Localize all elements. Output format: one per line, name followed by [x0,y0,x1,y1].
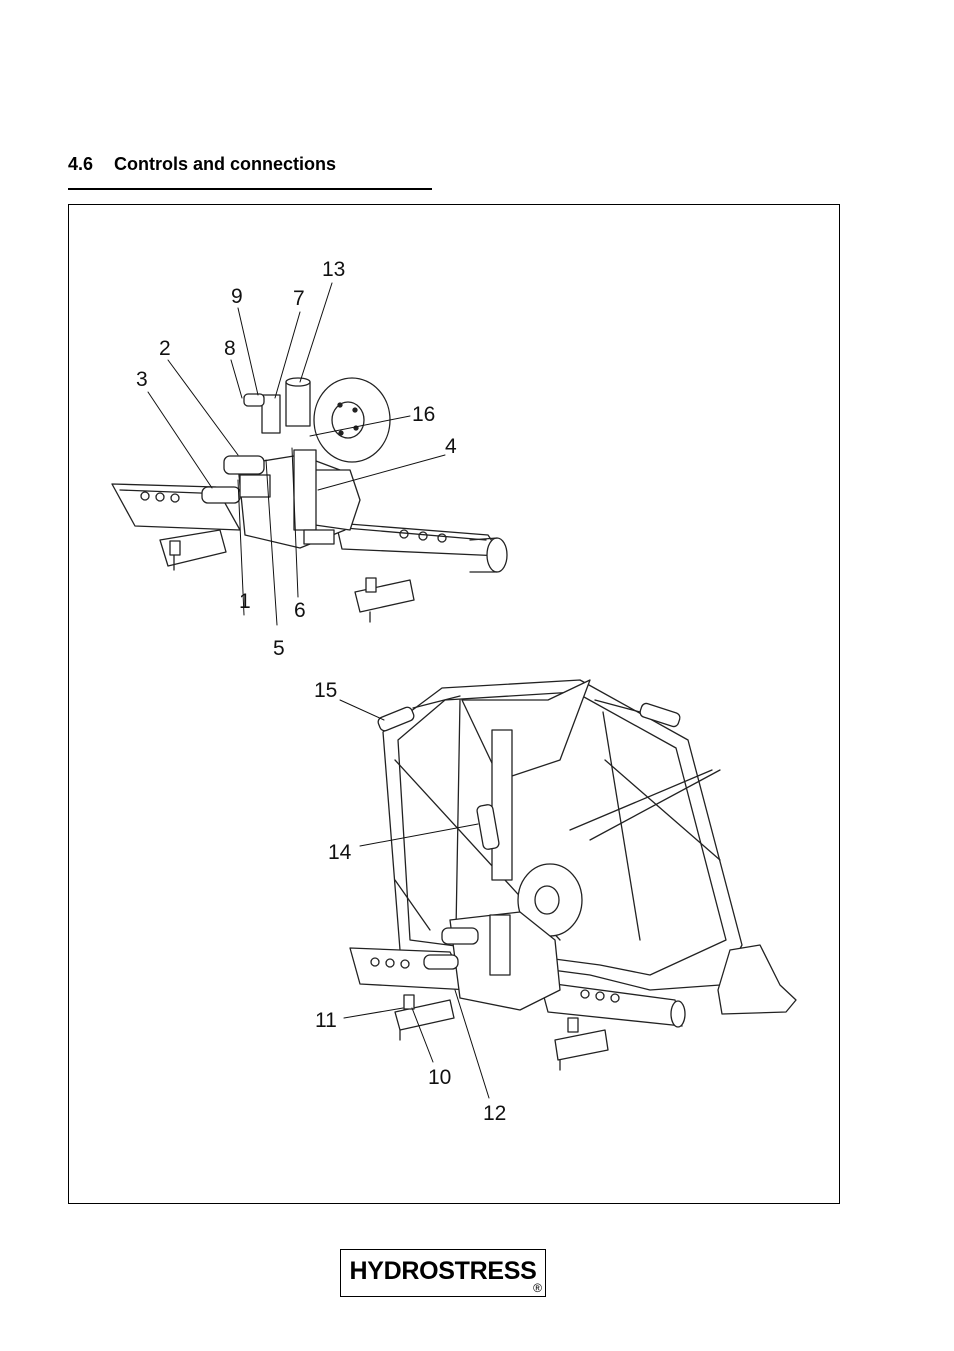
section-number: 4.6 [68,154,94,174]
hydrostress-logo: HYDROSTRESS ® [340,1249,546,1297]
callout-16: 16 [412,403,435,426]
callout-12: 12 [483,1102,506,1125]
callout-13: 13 [322,258,345,281]
callout-2: 2 [159,337,171,360]
callout-14: 14 [328,841,352,864]
figure-frame [68,204,840,1204]
callout-10: 10 [428,1066,451,1089]
registered-mark: ® [533,1281,542,1295]
logo-wordmark: HYDROSTRESS [349,1257,537,1285]
lower-saw-assembly [349,679,797,1071]
callout-9: 9 [231,285,243,308]
callout-5: 5 [273,637,285,660]
callout-4: 4 [445,435,457,458]
callout-7: 7 [293,287,305,310]
callout-leaders [147,282,490,1099]
upper-drive-assembly [111,377,508,623]
callout-6: 6 [294,599,306,622]
section-heading: 4.6 Controls and connections [68,154,336,175]
callout-8: 8 [224,337,236,360]
callout-15: 15 [314,679,337,702]
callout-3: 3 [136,368,148,391]
callout-11: 11 [315,1009,337,1032]
heading-underline [68,188,432,190]
section-title: Controls and connections [114,154,337,174]
callout-numbers: 1 2 3 4 5 6 7 8 9 10 11 12 13 14 15 16 [136,258,506,1125]
callout-1: 1 [239,590,251,613]
